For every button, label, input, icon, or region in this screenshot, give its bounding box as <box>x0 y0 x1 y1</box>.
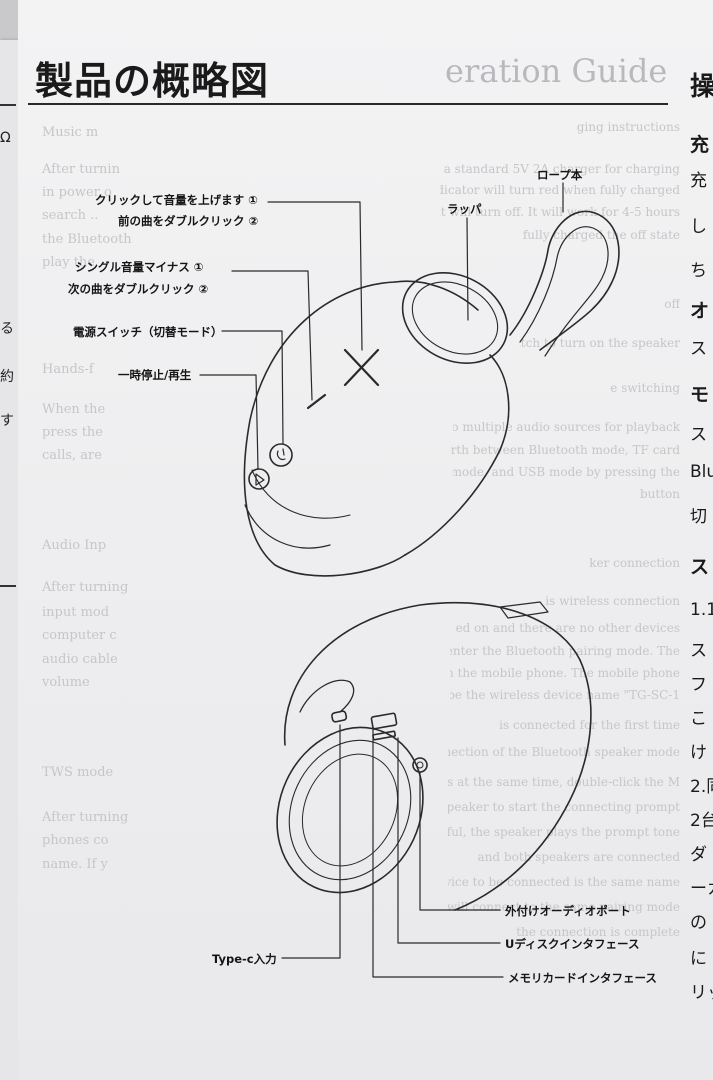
right-fragment: し <box>690 217 707 237</box>
right-fragment: に <box>690 949 707 969</box>
ghost-left-line: After turning <box>42 810 129 825</box>
ghost-line: audio input mode, FM mode, and USB mode … <box>453 465 680 479</box>
ghost-left-line: computer c <box>42 628 117 643</box>
ghost-line: connection of the Bluetooth speaker mode <box>448 745 680 759</box>
ghost-line: ress the switch to turn on the speaker <box>520 336 680 350</box>
ghost-heading: eration Guide <box>445 52 668 90</box>
label-memory-card: メモリカードインタフェース <box>508 971 657 985</box>
ghost-left-line: After turnin <box>42 162 120 177</box>
right-fragment: の <box>690 913 707 933</box>
label-rope: ロープ本 <box>537 168 583 182</box>
left-fragment: る <box>0 321 14 337</box>
right-fragment: リッ <box>690 983 713 1003</box>
ghost-left-line: TWS mode <box>42 765 114 780</box>
right-fragment: 1.1 <box>690 600 713 620</box>
label-usb-port: Uディスクインタフェース <box>505 937 640 951</box>
left-fragment: 約 <box>0 369 14 385</box>
right-fragment: ス <box>690 425 707 445</box>
ghost-left-line: Music m <box>42 125 99 140</box>
left-page-edge <box>0 40 18 1080</box>
ghost-line: the speaker is connected to multiple aud… <box>453 420 680 434</box>
right-fragment: フ <box>690 675 707 695</box>
right-heading-char: 操 <box>690 72 713 102</box>
right-fragment: け <box>690 743 707 763</box>
right-fragment: ち <box>690 261 707 281</box>
ghost-line: connected, it will enter the Bluetooth p… <box>450 644 680 658</box>
ghost-left-line: When the <box>42 402 106 417</box>
ghost-line: lights, the device to be connected is th… <box>448 875 680 889</box>
right-fragment: ス <box>690 556 710 578</box>
manual-page <box>18 0 713 1080</box>
right-fragment: ス <box>690 641 707 661</box>
right-fragment: 充 <box>690 171 707 191</box>
label-volume-up: クリックして音量を上げます ① <box>95 193 258 207</box>
ghost-line: the speaker is turned on and there are n… <box>456 621 680 635</box>
ghost-left-line: input mod <box>42 605 110 620</box>
ghost-left-line: calls, are <box>42 448 102 463</box>
ghost-left-line: in power o <box>42 185 112 200</box>
label-volume-down: シングル音量マイナス ① <box>75 260 204 274</box>
speaker-front-view <box>243 210 620 577</box>
right-fragment: ダ <box>690 845 707 865</box>
label-wrapper: ラッパ <box>447 202 482 216</box>
ghost-line: is red indicator light will turn off. It… <box>440 205 680 219</box>
ghost-line: the search pairing screen in the mobile … <box>450 666 680 680</box>
ghost-line: button on the speaker to start the conne… <box>448 800 680 814</box>
right-fragment: 2.同 <box>690 777 713 797</box>
leader-lines <box>199 182 564 978</box>
ghost-line: Bluetooth device will connect to the sam… <box>448 900 680 914</box>
ghost-left-line: After turning <box>42 580 129 595</box>
ghost-left-line: search .. <box>42 208 99 223</box>
ghost-line: the connection is complete <box>516 925 680 939</box>
right-fragment: 2台 <box>690 811 713 831</box>
label-aux-port: 外付けオーディオポート <box>505 904 631 918</box>
right-fragment: モ <box>690 384 710 406</box>
ghost-left-line: audio cable <box>42 652 118 667</box>
ghost-left-line: phones co <box>42 833 109 848</box>
ghost-line: ging instructions <box>576 120 680 134</box>
label-play-pause: 一時停止/再生 <box>118 368 192 382</box>
ghost-line: off <box>664 297 680 311</box>
ghost-left-line: press the <box>42 425 103 440</box>
speaker-port-view <box>276 601 592 911</box>
ghost-line: button <box>639 487 680 501</box>
right-fragment: 充 <box>690 134 710 156</box>
ghost-line: is connected for the first time <box>499 718 680 732</box>
ghost-line: connection is successful, the speaker pl… <box>448 825 680 839</box>
title-divider <box>28 103 668 105</box>
ghost-line: should be the wireless device name "TG-S… <box>450 688 680 702</box>
ghost-left-line: Audio Inp <box>42 538 107 553</box>
right-fragment: 切 <box>690 507 707 527</box>
right-fragment: ーカ <box>690 879 713 899</box>
ghost-left-line: volume <box>42 675 90 690</box>
left-divider-top <box>0 104 16 106</box>
ghost-left-line: the Bluetooth <box>42 232 132 247</box>
ghost-left-line: name. If y <box>42 857 108 872</box>
right-fragment: ス <box>690 339 707 359</box>
ghost-line: charging process, the indicator will tur… <box>440 183 680 197</box>
right-fragment: Blu <box>690 462 713 482</box>
left-divider-bottom <box>0 585 16 587</box>
right-fragment: オ <box>690 300 710 322</box>
label-prev-track: 前の曲をダブルクリック ② <box>118 214 259 228</box>
label-type-c: Type-c入力 <box>212 952 277 966</box>
left-fragment: す <box>0 413 14 429</box>
ghost-line: e switching <box>610 381 680 395</box>
ghost-line: ker connection <box>589 556 680 570</box>
ghost-line: is wireless connection <box>545 594 680 608</box>
page-title: 製品の概略図 <box>35 59 270 103</box>
ghost-left-line: Hands-f <box>42 362 94 377</box>
label-next-track: 次の曲をダブルクリック ② <box>68 282 209 296</box>
ghost-line: fully charged the off state <box>522 228 680 242</box>
ghost-left-line: play the <box>42 255 95 270</box>
label-power-switch: 電源スイッチ（切替モード） <box>73 325 223 339</box>
ghost-line: ing on both speakers at the same time, d… <box>448 775 680 789</box>
ghost-line: eginning: Please use a standard 5V 2A ch… <box>440 162 680 176</box>
left-fragment: Ω <box>0 130 11 146</box>
right-fragment: こ <box>690 709 707 729</box>
